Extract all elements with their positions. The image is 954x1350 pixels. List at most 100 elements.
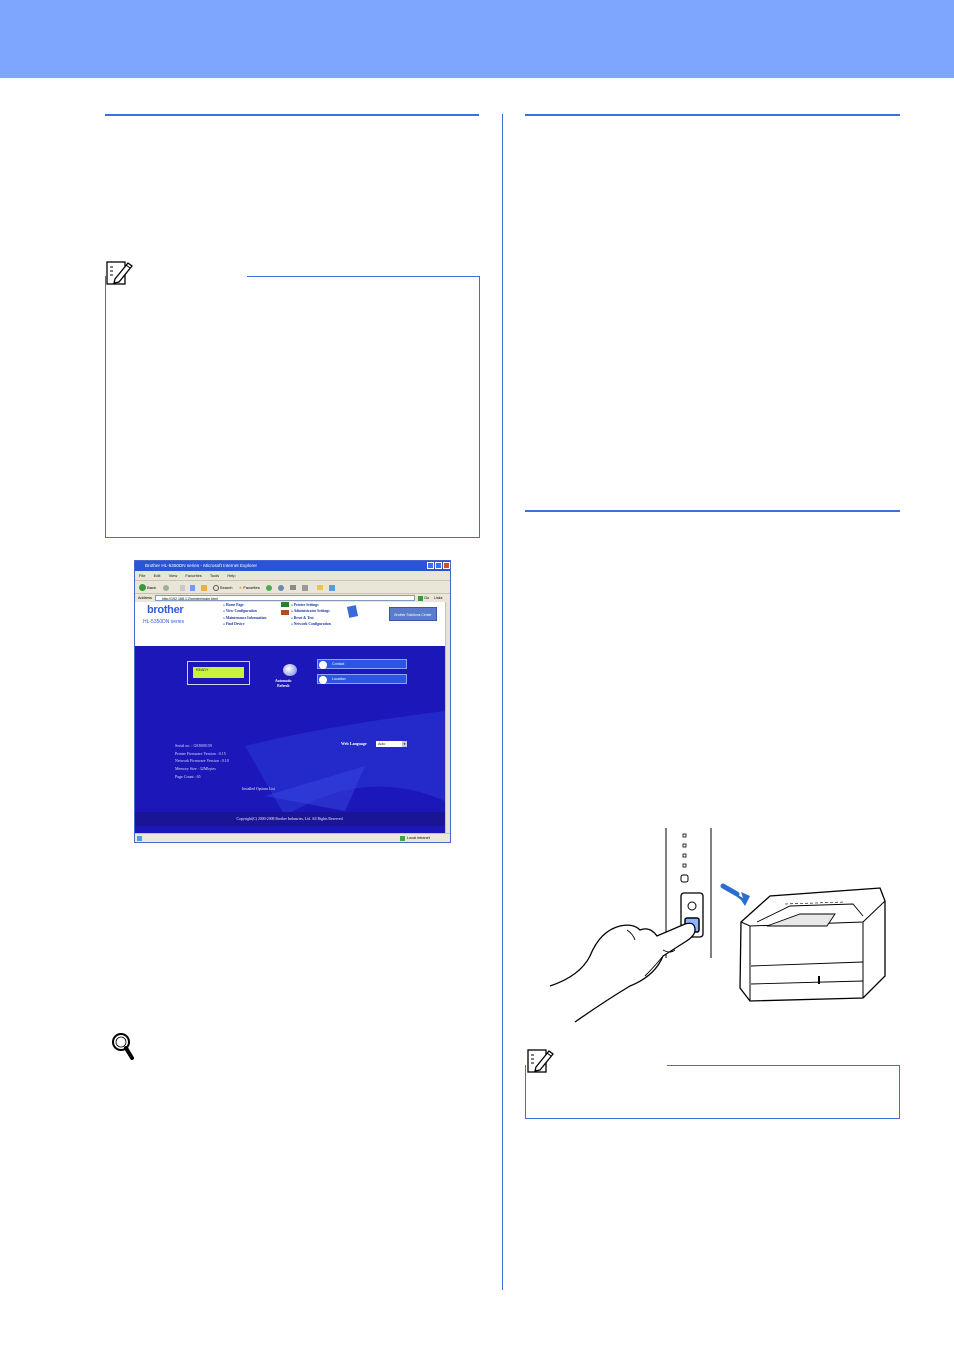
contact-label: Contact <box>332 662 345 666</box>
nav-maintenance-information[interactable]: » Maintenance Information <box>223 615 267 620</box>
browser-title: Brother HL-5350DN series - Microsoft Int… <box>145 563 258 568</box>
magnifier-icon <box>110 1032 136 1062</box>
status-panel: READY Automatic Refresh Contact Location… <box>135 646 445 833</box>
address-input[interactable]: http://192.168.1.2/printer/main.html <box>155 595 415 601</box>
refresh-icon[interactable] <box>190 584 196 591</box>
lcd-text: READY <box>193 667 244 678</box>
intranet-icon <box>400 836 405 841</box>
page-done-icon <box>137 836 142 841</box>
status-zone: Local intranet <box>407 836 430 840</box>
search-button[interactable]: Search <box>219 585 233 590</box>
nav-view-configuration[interactable]: » View Configuration <box>223 609 257 614</box>
back-arrow-icon[interactable] <box>139 584 146 592</box>
mail-icon[interactable] <box>290 585 297 591</box>
menu-edit[interactable]: Edit <box>153 573 161 578</box>
minimize-icon[interactable] <box>427 562 434 569</box>
decorative-swoosh <box>245 711 445 816</box>
address-value: http://192.168.1.2/printer/main.html <box>162 597 218 601</box>
note-icon-2 <box>526 1046 556 1076</box>
network-icon <box>281 602 289 607</box>
automatic-refresh[interactable]: Automatic Refresh <box>275 679 292 689</box>
folder-icon[interactable] <box>317 585 324 591</box>
nav-administrator-settings[interactable]: » Administrator Settings <box>291 609 330 614</box>
nav-find-device-label: Find Device <box>225 621 245 626</box>
history-icon[interactable] <box>278 584 285 591</box>
browser-toolbar: Back Search ★ Favorites <box>135 580 450 594</box>
messenger-icon[interactable] <box>328 584 335 591</box>
refresh-globe-icon[interactable] <box>283 664 297 676</box>
menu-tools[interactable]: Tools <box>209 573 220 578</box>
nav-home-page[interactable]: » Home Page <box>223 603 244 607</box>
nav-reset-test-label: Reset & Test <box>293 615 314 620</box>
nav-administrator-settings-label: Administrator Settings <box>293 609 330 614</box>
nav-right: » Printer Settings » Administrator Setti… <box>291 602 331 627</box>
printer-go-button-illustration <box>545 826 890 1026</box>
nav-find-device[interactable]: » Find Device <box>223 621 245 626</box>
solutions-center-button[interactable]: Brother Solutions Center <box>389 607 437 621</box>
menu-help[interactable]: Help <box>227 573 236 578</box>
note-box-top-rule <box>247 276 480 277</box>
browser-title-bar: Brother HL-5350DN series - Microsoft Int… <box>135 561 450 571</box>
stop-icon[interactable] <box>180 584 186 591</box>
favorites-star-icon[interactable]: ★ <box>238 585 243 590</box>
menu-file[interactable]: File <box>139 573 146 578</box>
home-icon[interactable] <box>200 584 207 591</box>
nav-network-configuration-label: Network Configuration <box>293 621 331 626</box>
go-arrow-icon <box>418 595 423 601</box>
nav-printer-settings-label: Printer Settings <box>293 603 319 607</box>
copyright-text: Copyright(C) 2000-2008 Brother Industrie… <box>236 817 344 821</box>
favorites-button[interactable]: Favorites <box>243 585 260 590</box>
network-firmware-version: Network Firmware Version : 0.10 <box>175 758 229 764</box>
menu-favorites[interactable]: Favorites <box>185 573 202 578</box>
automatic-refresh-line1: Automatic <box>275 679 292 683</box>
browser-menu-bar: File Edit View Favorites Tools Help <box>135 571 450 580</box>
header-banner <box>0 0 954 78</box>
close-icon[interactable] <box>443 562 450 569</box>
illustration-svg <box>549 828 886 1023</box>
browser-status-bar: Local intranet <box>135 833 450 842</box>
serial-number: Serial no. : G8J000159 <box>175 743 212 748</box>
brother-logo: brother <box>147 604 184 616</box>
lcd-display: READY <box>187 661 250 685</box>
chevron-down-icon[interactable]: ▼ <box>402 741 407 747</box>
automatic-refresh-line2: Refresh <box>277 684 290 688</box>
installed-options-link[interactable]: Installed Options List <box>242 787 275 791</box>
nav-reset-test[interactable]: » Reset & Test <box>291 615 314 620</box>
note-box-left <box>105 276 480 538</box>
copyright-bar: Copyright(C) 2000-2008 Brother Industrie… <box>135 812 445 826</box>
contact-field[interactable]: Contact <box>317 659 407 669</box>
nav-view-configuration-label: View Configuration <box>225 609 257 614</box>
note-box-2-top-rule <box>667 1065 900 1066</box>
nav-home-page-label: Home Page <box>225 603 244 607</box>
location-field[interactable]: Location <box>317 674 407 684</box>
note-icon <box>105 258 135 288</box>
back-button[interactable]: Back <box>147 585 157 590</box>
nav-left: » Home Page » View Configuration » Maint… <box>223 602 266 627</box>
search-icon[interactable] <box>212 584 219 591</box>
location-document-icon <box>319 675 327 684</box>
web-language-select[interactable]: Auto ▼ <box>376 741 407 747</box>
go-label: Go <box>424 596 430 600</box>
browser-scrollbar[interactable] <box>445 602 450 833</box>
device-info: Serial no. : G8J000159 Printer Firmware … <box>175 742 229 781</box>
maximize-icon[interactable] <box>435 562 442 569</box>
links-button[interactable]: Links <box>434 596 443 600</box>
nav-printer-settings[interactable]: » Printer Settings <box>291 603 319 607</box>
media-icon[interactable] <box>265 584 272 591</box>
forward-arrow-icon[interactable] <box>163 584 170 591</box>
web-page: brother HL-5350DN series » Home Page » V… <box>135 602 445 833</box>
memory-size: Memory Size : 32Mbytes <box>175 766 216 772</box>
column-divider <box>502 114 503 1290</box>
address-bar: Address <box>135 594 450 602</box>
menu-view[interactable]: View <box>168 573 178 578</box>
address-label: Address <box>138 596 152 600</box>
nav-maintenance-information-label: Maintenance Information <box>225 615 267 620</box>
print-icon[interactable] <box>302 584 309 591</box>
nav-network-configuration[interactable]: » Network Configuration <box>291 621 331 626</box>
web-language-label: Web Language <box>341 741 367 746</box>
admin-icon <box>281 610 289 615</box>
note-box-right <box>525 1065 900 1119</box>
printer-firmware-version: Printer Firmware Version : 0.15 <box>175 750 226 756</box>
go-button[interactable]: Go <box>418 595 429 601</box>
section-rule-right-mid <box>525 510 900 512</box>
